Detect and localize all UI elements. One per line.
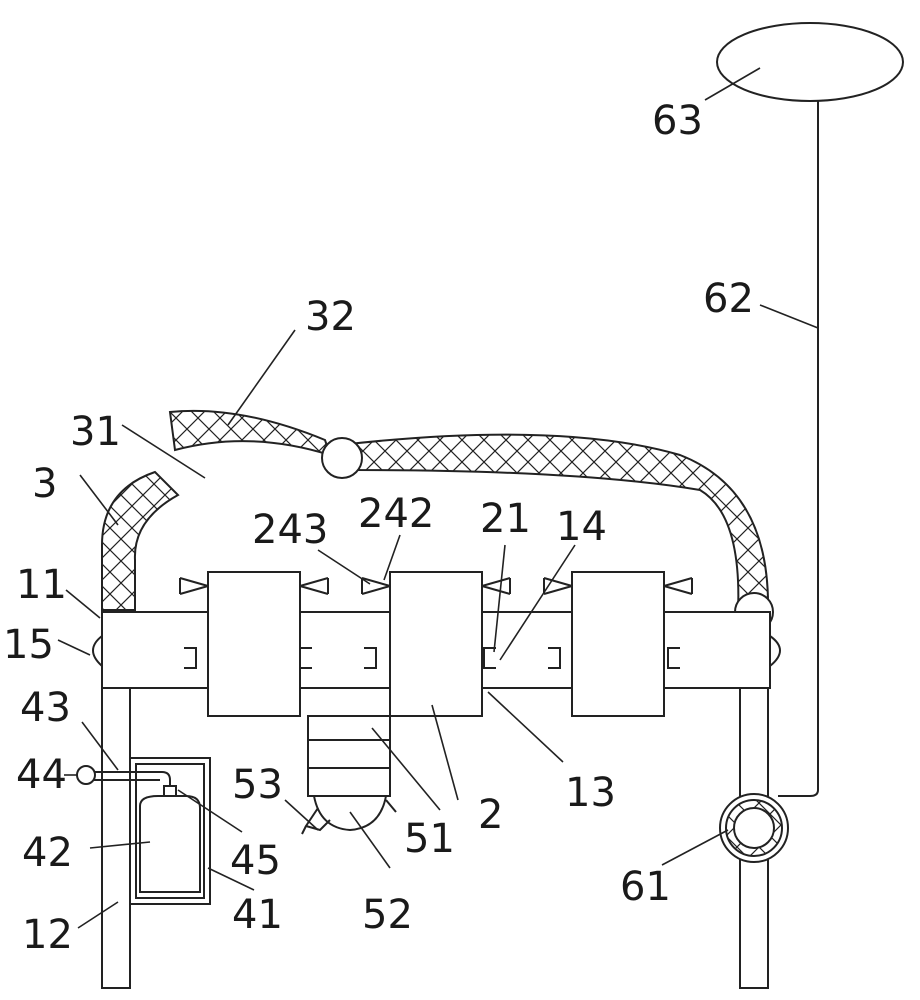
lamp-head — [716, 22, 904, 102]
label-61: 61 — [620, 864, 671, 910]
label-41: 41 — [232, 892, 283, 938]
label-31: 31 — [70, 409, 121, 455]
left-arc-cushion — [101, 470, 180, 611]
label-52: 52 — [362, 892, 413, 938]
label-12: 12 — [22, 912, 73, 958]
label-45: 45 — [230, 838, 281, 884]
label-13: 13 — [565, 770, 616, 816]
tube — [94, 771, 171, 786]
valve-knob — [76, 765, 96, 785]
label-42: 42 — [22, 830, 73, 876]
label-43: 43 — [20, 685, 71, 731]
block-center — [389, 571, 483, 717]
label-11: 11 — [16, 562, 67, 608]
bottle — [139, 795, 201, 893]
top-cushion — [168, 409, 332, 457]
label-2: 2 — [478, 792, 503, 838]
label-62: 62 — [703, 276, 754, 322]
leader-lines — [57, 67, 819, 929]
label-15: 15 — [3, 622, 54, 668]
left-leg — [101, 687, 131, 989]
label-243: 243 — [252, 507, 328, 553]
block-right — [571, 571, 665, 717]
label-14: 14 — [556, 504, 607, 550]
roller-mid — [321, 437, 363, 479]
label-32: 32 — [305, 294, 356, 340]
wing-tabs — [179, 577, 693, 595]
bottle-box-inner — [135, 763, 205, 899]
label-44: 44 — [16, 752, 67, 798]
collector-body — [307, 715, 391, 797]
label-21: 21 — [480, 496, 531, 542]
reference-labels: 63 62 32 31 3 243 242 21 14 11 15 43 44 … — [3, 98, 754, 958]
label-51: 51 — [404, 816, 455, 862]
wheel-inner — [733, 807, 775, 849]
label-242: 242 — [358, 491, 434, 537]
label-53: 53 — [232, 762, 283, 808]
drain-tap — [301, 807, 331, 835]
end-cap-right — [769, 634, 781, 669]
block-left — [207, 571, 301, 717]
label-3: 3 — [32, 461, 57, 507]
label-63: 63 — [652, 98, 703, 144]
end-cap-left — [92, 633, 103, 669]
cable — [778, 101, 819, 797]
bottle-cap — [163, 785, 177, 797]
